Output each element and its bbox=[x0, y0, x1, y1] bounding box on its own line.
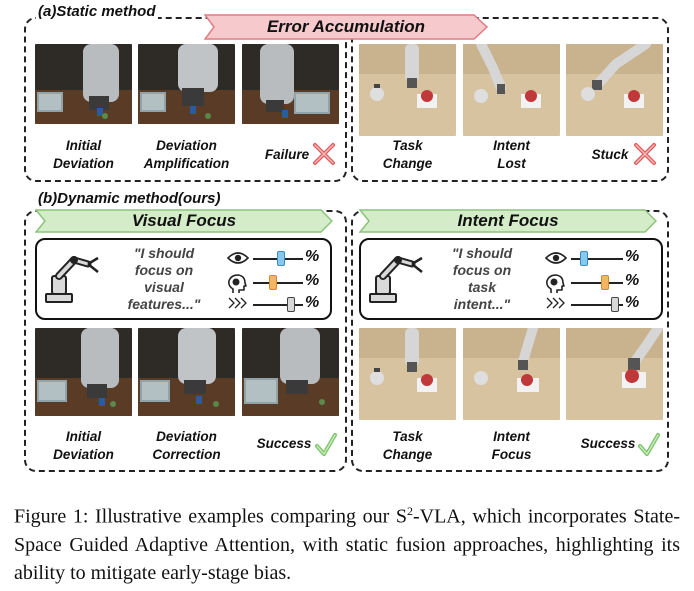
dynamic-photo-initial-deviation bbox=[35, 328, 132, 416]
robot-arm-icon bbox=[369, 256, 423, 303]
dynamic-photo-success-a bbox=[242, 328, 339, 416]
percent-label: % bbox=[625, 294, 640, 311]
visual-focus-text: Visual Focus bbox=[131, 211, 237, 230]
visual-thought-text: "I should focus on visual features..." bbox=[127, 245, 201, 312]
check-mark-icon bbox=[638, 433, 660, 456]
chevron-arrows-icon bbox=[227, 296, 247, 315]
caption-success-a: Success bbox=[256, 436, 312, 451]
caption-stuck: Stuck bbox=[591, 147, 629, 162]
caption-intent-lost: Intent Lost bbox=[493, 138, 530, 171]
chevron-arrows-icon bbox=[545, 296, 565, 315]
figure-caption: Figure 1: Illustrative examples comparin… bbox=[14, 504, 680, 584]
eye-icon bbox=[226, 250, 250, 271]
percent-label: % bbox=[305, 294, 320, 311]
error-accumulation-text: Error Accumulation bbox=[266, 17, 426, 36]
static-left-panel bbox=[24, 17, 347, 182]
caption-deviation-amplification: Deviation Amplification bbox=[143, 138, 230, 171]
attention-slider-track bbox=[571, 258, 623, 260]
percent-label: % bbox=[625, 272, 640, 289]
caption-intent-focus: Intent Focus bbox=[491, 429, 532, 462]
percent-label: % bbox=[305, 248, 320, 265]
intent-focus-banner: Intent Focus bbox=[359, 209, 657, 233]
caption-task-change-a: Task Change bbox=[382, 138, 433, 171]
error-accumulation-banner: Error Accumulation bbox=[204, 14, 488, 40]
static-right-panel bbox=[351, 17, 669, 182]
static-photo-deviation-amplification bbox=[138, 44, 235, 124]
attention-slider-knob bbox=[580, 251, 588, 266]
attention-slider-knob bbox=[269, 275, 277, 290]
static-section-label: (a)Static method bbox=[36, 3, 158, 20]
brain-head-icon bbox=[227, 274, 247, 299]
static-photo-initial-deviation bbox=[35, 44, 132, 124]
attention-slider-track bbox=[571, 304, 623, 306]
visual-focus-banner: Visual Focus bbox=[35, 209, 333, 233]
dynamic-photo-intent-focus bbox=[463, 328, 560, 420]
caption-initial-deviation-b: Initial Deviation bbox=[53, 429, 114, 462]
static-photo-intent-lost bbox=[463, 44, 560, 136]
caption-initial-deviation-a: Initial Deviation bbox=[53, 138, 114, 171]
static-photo-task-change bbox=[359, 44, 456, 136]
brain-head-icon bbox=[545, 274, 565, 299]
intent-thought-text: "I should focus on task intent..." bbox=[451, 245, 513, 312]
attention-slider-track bbox=[253, 282, 303, 284]
attention-slider-knob bbox=[611, 297, 620, 312]
dynamic-photo-deviation-correction bbox=[138, 328, 235, 416]
robot-arm-icon bbox=[45, 256, 99, 303]
cross-mark-icon bbox=[313, 143, 335, 165]
dynamic-photo-success-b bbox=[566, 328, 663, 420]
static-photo-stuck bbox=[566, 44, 663, 136]
caption-deviation-correction: Deviation Correction bbox=[152, 429, 221, 462]
attention-slider-knob bbox=[286, 297, 295, 312]
attention-slider-knob bbox=[276, 251, 285, 266]
caption-failure: Failure bbox=[264, 147, 310, 162]
intent-focus-text: Intent Focus bbox=[457, 211, 559, 230]
eye-icon bbox=[544, 250, 568, 271]
static-photo-failure bbox=[242, 44, 339, 124]
percent-label: % bbox=[305, 272, 320, 289]
attention-slider-track bbox=[253, 304, 303, 306]
attention-slider-track bbox=[571, 282, 623, 284]
check-mark-icon bbox=[315, 433, 337, 456]
attention-slider-knob bbox=[600, 275, 609, 290]
cross-mark-icon bbox=[634, 143, 656, 165]
caption-task-change-b: Task Change bbox=[382, 429, 433, 462]
caption-success-b: Success bbox=[580, 436, 636, 451]
dynamic-photo-task-change bbox=[359, 328, 456, 420]
dynamic-section-label: (b)Dynamic method(ours) bbox=[36, 190, 223, 207]
percent-label: % bbox=[625, 248, 640, 265]
